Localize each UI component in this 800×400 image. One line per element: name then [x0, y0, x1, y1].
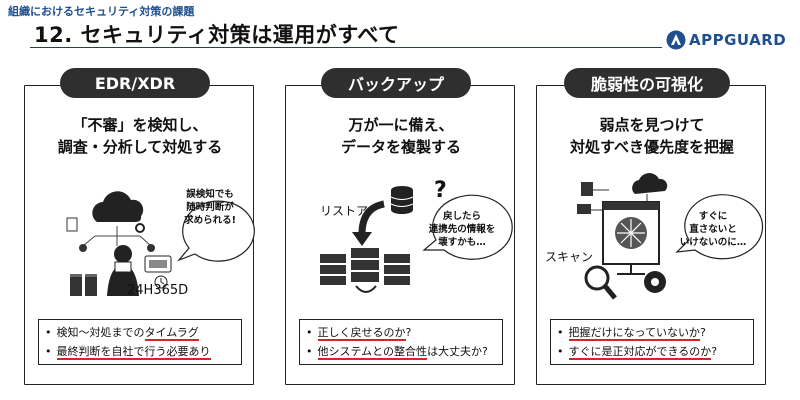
- bullet-item: すぐに是正対応ができるのか?: [557, 342, 747, 361]
- logo-text: APPGUARD: [689, 31, 787, 49]
- bullet-box: 把握だけになっていないか? すぐに是正対応ができるのか?: [550, 319, 754, 365]
- panel-heading: 「不審」を検知し、 調査・分析して対処する: [57, 116, 223, 156]
- bullet-item: 他システムとの整合性は大丈夫か?: [306, 342, 496, 361]
- cloud-icon: [92, 191, 144, 222]
- uptime-label: 24H365D: [127, 283, 189, 298]
- bubble-edr: 誤検知でも 随時判断が 求められる!: [184, 189, 236, 226]
- panel-edr-xdr: 「不審」を検知し、 調査・分析して対処する: [24, 85, 255, 385]
- breadcrumb: 組織におけるセキュリティ対策の課題: [8, 5, 195, 18]
- server-icon: [70, 274, 97, 296]
- bullet-item: 最終判断を自社で行う必要あり: [45, 342, 235, 361]
- panel-heading: 弱点を見つけて 対処すべき優先度を把握: [570, 116, 734, 156]
- pill-backup: バックアップ: [321, 68, 471, 98]
- speech-bubble-icon: [675, 194, 764, 260]
- bubble-backup: 戻したら 連携先の情報を 壊すかも…: [428, 211, 496, 248]
- question-mark: ?: [434, 178, 447, 203]
- gear-icon: [644, 271, 666, 293]
- arrow-icon: [358, 200, 385, 235]
- restore-label: リストア: [320, 204, 369, 218]
- scan-label: スキャン: [545, 250, 594, 264]
- speech-bubble-icon: [177, 200, 255, 262]
- appguard-logo: APPGUARD: [666, 30, 786, 50]
- bullet-item: 把握だけになっていないか?: [557, 323, 747, 342]
- database-icon: [390, 186, 414, 214]
- backup-illustration: [320, 186, 513, 293]
- bullet-box: 正しく戻せるのか? 他システムとの整合性は大丈夫か?: [299, 319, 503, 365]
- bullet-box: 検知〜対処までのタイムラグ 最終判断を自社で行う必要あり: [38, 319, 242, 365]
- server-icon: [602, 201, 660, 275]
- edr-illustration: [66, 191, 255, 296]
- bullet-item: 検知〜対処までのタイムラグ: [45, 323, 235, 342]
- speech-bubble-icon: [422, 194, 513, 260]
- gear-icon: [135, 223, 145, 233]
- pill-vuln: 脆弱性の可視化: [564, 68, 730, 98]
- panel-heading: 万が一に備え、 データを複製する: [340, 116, 461, 156]
- cloud-icon: [632, 173, 668, 194]
- server-icon: [320, 248, 410, 285]
- pill-edr-xdr: EDR/XDR: [60, 68, 210, 98]
- bullet-item: 正しく戻せるのか?: [306, 323, 496, 342]
- page-title: 12. セキュリティ対策は運用がすべて: [34, 23, 400, 47]
- appguard-logo-icon: [666, 30, 686, 50]
- title-rule: [30, 47, 662, 48]
- bubble-vuln: すぐに 直さないと いけないのに…: [679, 211, 747, 248]
- vuln-illustration: [577, 173, 764, 300]
- panel-vulnerability: 弱点を見つけて 対処すべき優先度を把握 スキャン: [536, 85, 766, 385]
- magnifier-icon: [584, 265, 617, 300]
- panel-backup: 万が一に備え、 データを複製する リストア ? 戻したら 連携先の情報を 壊すか…: [285, 85, 515, 385]
- person-icon: [107, 245, 139, 296]
